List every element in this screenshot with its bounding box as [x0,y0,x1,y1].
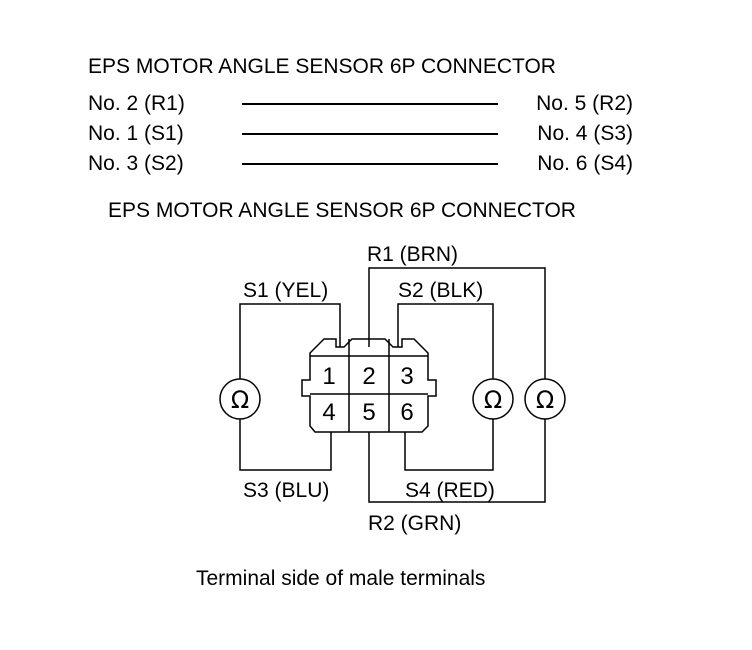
pair-row-2: No. 1 (S1) No. 4 (S3) [88,122,633,146]
wire-label-s2: S2 (BLK) [398,279,483,302]
ohmmeter-s2-s4 [472,378,514,420]
terminal-5: 5 [362,399,375,426]
terminal-2: 2 [362,363,375,390]
pair-connection-line [242,163,498,165]
wire-r2 [368,417,546,503]
terminal-3: 3 [400,363,413,390]
pair-left-label: No. 2 (R1) [88,92,185,115]
terminal-4: 4 [322,399,335,426]
ohm-symbol-icon: Ω [536,386,554,414]
pair-row-3: No. 3 (S2) No. 6 (S4) [88,152,633,176]
ohmmeter-r1-r2 [524,378,566,420]
pair-left-label: No. 1 (S1) [88,122,184,145]
wire-s2 [397,303,494,379]
pair-left-label: No. 3 (S2) [88,152,184,175]
pair-right-label: No. 5 (R2) [536,92,633,115]
wire-label-s3: S3 (BLU) [243,479,329,502]
wire-label-s4: S4 (RED) [405,479,495,502]
wire-s1 [239,303,341,379]
wire-r1 [368,267,546,380]
terminal-1: 1 [322,363,335,390]
ohm-symbol-icon: Ω [231,386,249,414]
pair-right-label: No. 6 (S4) [537,152,633,175]
wire-label-s1: S1 (YEL) [243,279,328,302]
pair-connection-line [242,103,498,105]
wire-s4 [404,419,494,471]
diagram-caption: Terminal side of male terminals [196,567,486,590]
wire-s3 [239,419,332,471]
pair-right-label: No. 4 (S3) [537,122,633,145]
connector-diagram-title: EPS MOTOR ANGLE SENSOR 6P CONNECTOR [108,199,576,222]
ohmmeter-s1-s3 [219,378,261,420]
terminal-6: 6 [400,399,413,426]
connector-housing [301,338,437,433]
ohm-symbol-icon: Ω [484,386,502,414]
pair-connection-line [242,133,498,135]
page-title: EPS MOTOR ANGLE SENSOR 6P CONNECTOR [88,55,556,78]
wire-label-r2: R2 (GRN) [368,512,461,535]
wire-label-r1: R1 (BRN) [367,243,458,266]
pair-row-1: No. 2 (R1) No. 5 (R2) [88,92,633,116]
